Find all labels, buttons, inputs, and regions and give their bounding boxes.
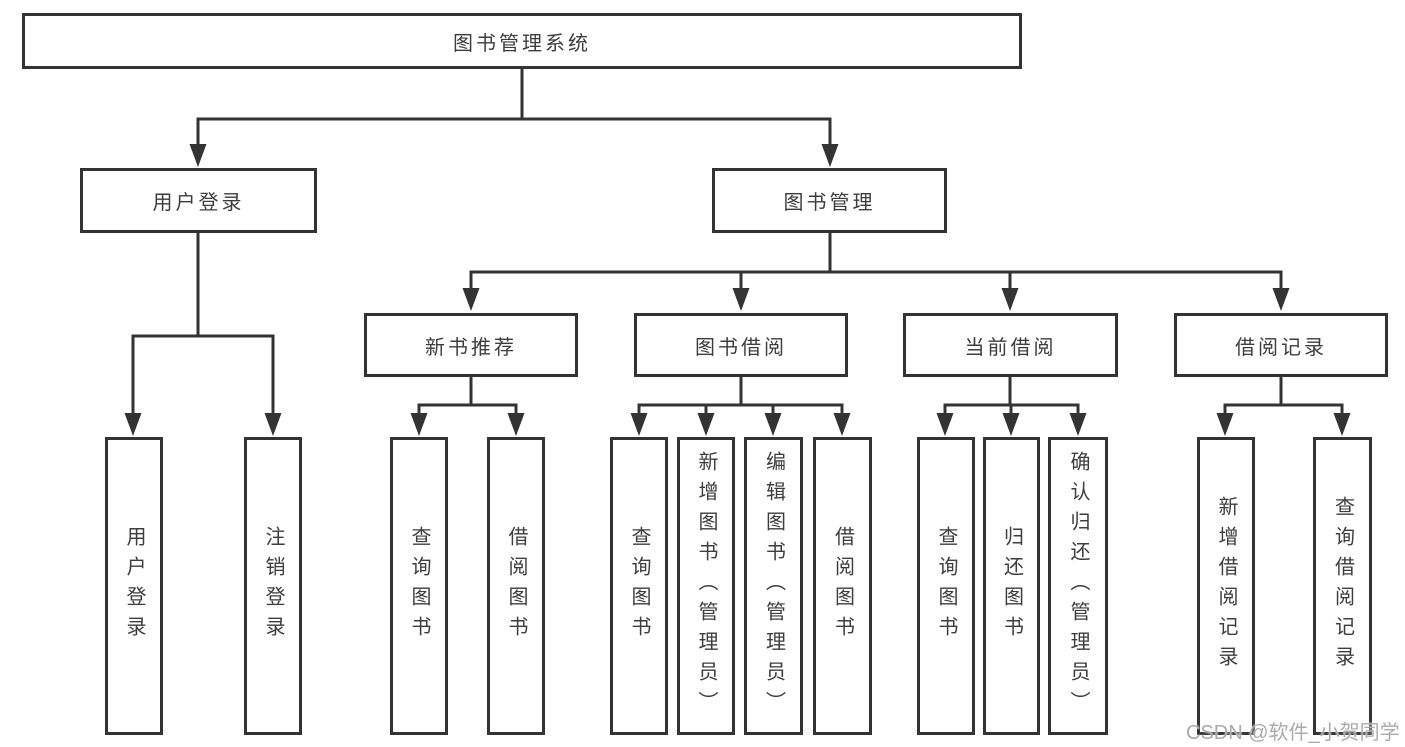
leaf-user-login: 用户登录 (105, 437, 163, 735)
node-root: 图书管理系统 (22, 13, 1022, 69)
arrow-down-icon (1216, 413, 1234, 436)
node-label: 新书推荐 (425, 336, 517, 359)
leaf-query-books-current: 查询图书 (917, 437, 975, 735)
leaf-label: 归还图书 (1000, 526, 1023, 646)
arrow-down-icon (936, 413, 954, 436)
leaf-query-books-borrow: 查询图书 (610, 437, 668, 735)
node-borrow-records: 借阅记录 (1174, 313, 1388, 377)
node-user-login: 用户登录 (80, 168, 317, 233)
leaf-label: 新增借阅记录 (1215, 496, 1237, 676)
arrow-down-icon (697, 413, 715, 436)
arrow-down-icon (630, 413, 648, 436)
node-new-book-recommend: 新书推荐 (364, 313, 578, 377)
leaf-borrow-books-recommend: 借阅图书 (487, 437, 545, 735)
leaf-return-book: 归还图书 (983, 437, 1040, 735)
leaf-label: 查询图书 (935, 526, 957, 646)
arrow-down-icon (1069, 413, 1087, 436)
node-label: 图书管理 (783, 192, 876, 214)
leaf-label: 查询图书 (408, 526, 430, 646)
arrow-down-icon (764, 413, 782, 436)
leaf-label: 借阅图书 (505, 526, 527, 646)
arrow-down-icon (507, 413, 525, 436)
arrow-down-icon (462, 288, 480, 311)
arrow-down-icon (410, 413, 428, 436)
node-current-borrow: 当前借阅 (903, 313, 1118, 377)
leaf-confirm-return-admin: 确认归还（管理员） (1048, 437, 1108, 735)
arrow-down-icon (1001, 288, 1019, 311)
leaf-query-borrow-record: 查询借阅记录 (1313, 437, 1372, 735)
watermark: CSDN @软件_小贺同学 (1186, 722, 1400, 744)
leaf-label: 查询借阅记录 (1331, 496, 1354, 676)
node-label: 用户登录 (152, 192, 245, 214)
node-label: 当前借阅 (964, 336, 1057, 359)
leaf-edit-book-admin: 编辑图书（管理员） (744, 437, 803, 735)
leaf-label: 注销登录 (262, 526, 284, 646)
node-root-label: 图书管理系统 (453, 32, 591, 55)
leaf-add-borrow-record: 新增借阅记录 (1197, 437, 1255, 735)
leaf-label: 用户登录 (123, 526, 145, 646)
arrow-down-icon (732, 288, 750, 311)
leaf-logout: 注销登录 (244, 437, 302, 735)
arrow-down-icon (1002, 413, 1020, 436)
leaf-add-book-admin: 新增图书（管理员） (677, 437, 735, 735)
node-label: 借阅记录 (1235, 336, 1327, 359)
arrow-down-icon (264, 413, 282, 436)
node-book-borrow: 图书借阅 (634, 313, 848, 377)
arrow-down-icon (1333, 413, 1351, 436)
arrow-down-icon (1272, 288, 1290, 311)
leaf-label: 借阅图书 (831, 526, 854, 646)
leaf-label: 确认归还（管理员） (1067, 451, 1089, 721)
leaf-label: 新增图书（管理员） (695, 451, 717, 721)
arrow-down-icon (189, 144, 207, 167)
leaf-query-books-recommend: 查询图书 (390, 437, 448, 735)
arrow-down-icon (833, 413, 851, 436)
arrow-down-icon (821, 144, 839, 167)
leaf-label: 查询图书 (628, 526, 650, 646)
leaf-label: 编辑图书（管理员） (762, 451, 785, 721)
leaf-borrow-books: 借阅图书 (813, 437, 872, 735)
node-label: 图书借阅 (695, 336, 787, 359)
node-book-management: 图书管理 (712, 168, 947, 233)
arrow-down-icon (124, 413, 142, 436)
